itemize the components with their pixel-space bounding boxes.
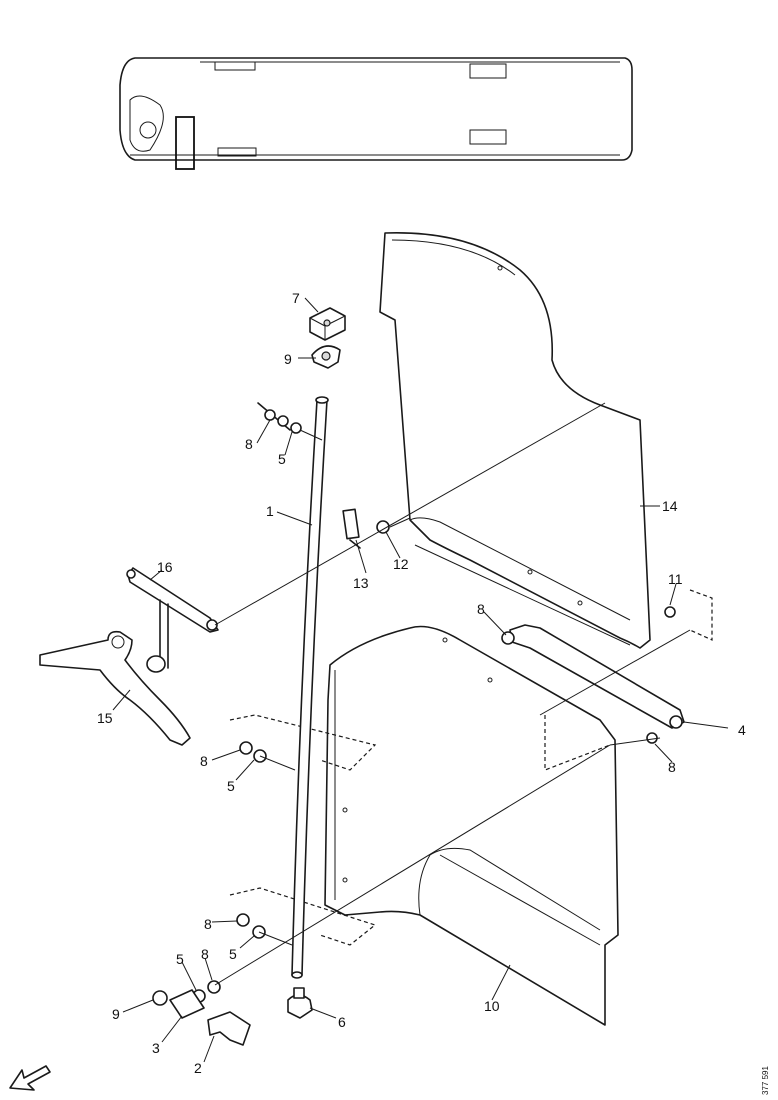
locator-highlight-box: [175, 116, 195, 170]
forward-direction-arrow-icon: [9, 1065, 51, 1091]
callout-labels: 7 9 8 5 1 13 12 14 16 15 11 8 4 8 8 5 8 …: [97, 290, 746, 1076]
vehicle-locator-outline: [119, 57, 633, 170]
part-13-bracket: [342, 508, 361, 549]
callout-8: 8: [204, 916, 212, 932]
callout-16: 16: [157, 559, 173, 575]
bolt-group-middle: [239, 741, 267, 763]
part-1-tube: [291, 396, 329, 979]
callout-8: 8: [245, 436, 253, 452]
callout-12: 12: [393, 556, 409, 572]
callout-11: 11: [668, 571, 683, 587]
bolt-group-top: [257, 402, 323, 441]
callout-5: 5: [176, 951, 184, 967]
part-7-cap: [309, 307, 346, 341]
leader-lines: [112, 297, 729, 1063]
washer-8-right: [646, 732, 658, 744]
part-12-washer: [376, 520, 390, 534]
part-15-arm: [39, 630, 191, 746]
callout-8: 8: [200, 753, 208, 769]
callout-9: 9: [284, 351, 292, 367]
callout-3: 3: [152, 1040, 160, 1056]
drawing-reference-number: 377 591: [761, 1066, 770, 1095]
panel-10: [324, 625, 619, 1026]
callout-14: 14: [662, 498, 678, 514]
callout-6: 6: [338, 1014, 346, 1030]
callout-5: 5: [278, 451, 286, 467]
callout-10: 10: [484, 998, 500, 1014]
bolt-group-lower: [236, 913, 266, 939]
part-16-bar: [126, 567, 219, 673]
callout-8: 8: [477, 601, 485, 617]
callout-5: 5: [227, 778, 235, 794]
callout-15: 15: [97, 710, 113, 726]
part-9-bracket-top: [311, 345, 341, 369]
callout-2: 2: [194, 1060, 202, 1076]
callout-8: 8: [201, 946, 209, 962]
callout-7: 7: [292, 290, 300, 306]
callout-5: 5: [229, 946, 237, 962]
callout-9: 9: [112, 1006, 120, 1022]
panel-14: [379, 231, 651, 649]
callout-1: 1: [266, 503, 274, 519]
callout-13: 13: [353, 575, 369, 591]
bolt-group-bottom: [152, 980, 313, 1046]
part-11-washer: [664, 606, 676, 618]
callout-8: 8: [668, 759, 676, 775]
callout-4: 4: [738, 722, 746, 738]
